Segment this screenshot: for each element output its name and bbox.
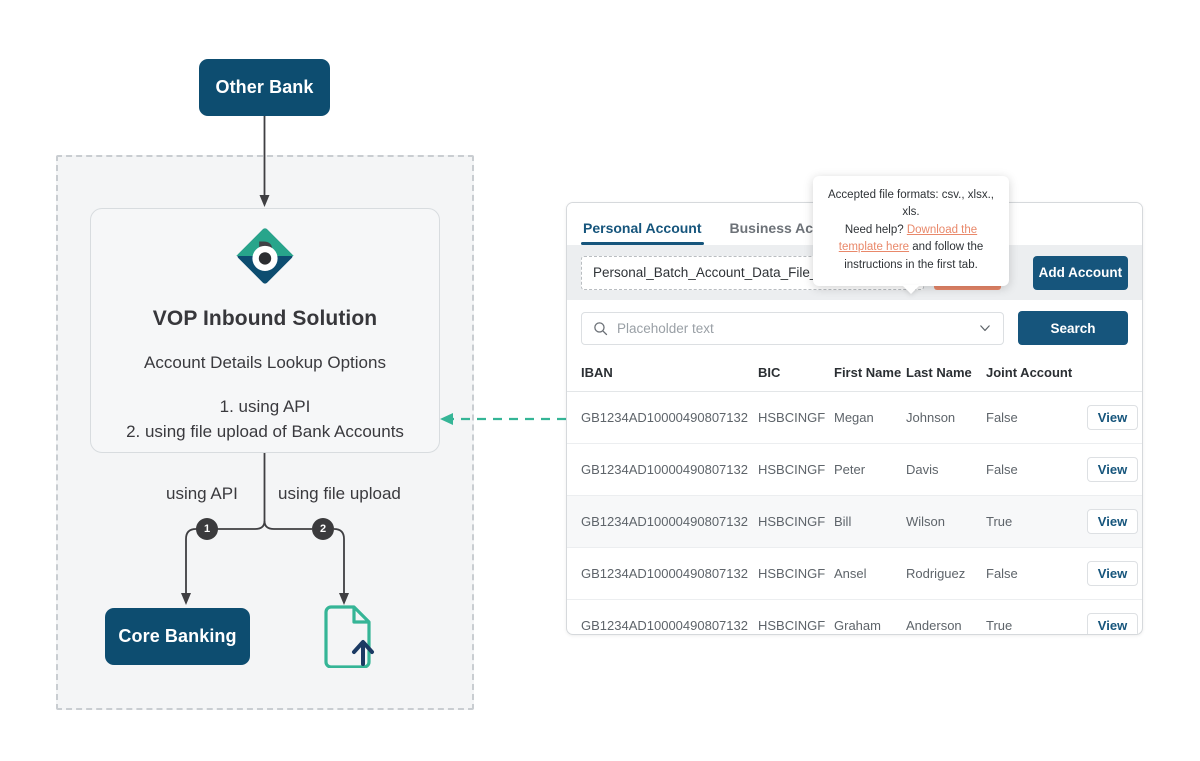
view-button[interactable]: View [1086, 457, 1139, 482]
cell-iban: GB1234AD10000490807132 [567, 443, 758, 496]
cell-last-name: Johnson [906, 391, 986, 444]
vop-option-2: 2. using file upload of Bank Accounts [126, 421, 404, 441]
branch-badge-1: 1 [196, 518, 218, 540]
view-button[interactable]: View [1086, 613, 1139, 634]
vop-subtitle: Account Details Lookup Options [144, 353, 386, 372]
cell-iban: GB1234AD10000490807132 [567, 391, 758, 444]
add-account-button[interactable]: Add Account [1032, 255, 1128, 290]
cell-first-name: Graham [834, 599, 906, 634]
column-header-iban: IBAN [567, 356, 758, 392]
cell-last-name: Rodriguez [906, 547, 986, 600]
cell-last-name: Anderson [906, 599, 986, 634]
cell-bic: HSBCINGF [758, 391, 834, 444]
cell-actions: View [1081, 599, 1142, 634]
cell-bic: HSBCINGF [758, 495, 834, 548]
cell-joint-account: True [986, 599, 1081, 634]
cell-bic: HSBCINGF [758, 443, 834, 496]
cell-iban: GB1234AD10000490807132 [567, 599, 758, 634]
cell-last-name: Davis [906, 443, 986, 496]
column-header-last-name: Last Name [906, 356, 986, 392]
file-format-tooltip: Accepted file formats: csv., xlsx., xls.… [813, 176, 1009, 287]
cell-actions: View [1081, 391, 1142, 444]
cell-joint-account: False [986, 391, 1081, 444]
column-header-joint-account: Joint Account [986, 356, 1081, 392]
search-button[interactable]: Search [1018, 311, 1128, 345]
node-core-banking[interactable]: Core Banking [105, 608, 250, 665]
cell-last-name: Wilson [906, 495, 986, 548]
cell-actions: View [1081, 443, 1142, 496]
cell-actions: View [1081, 547, 1142, 600]
download-template-link[interactable]: Download the template here [838, 223, 978, 254]
column-header-first-name: First Name [834, 356, 906, 392]
branch-label-using-file-upload: using file upload [278, 484, 401, 503]
brand-b-diamond-logo [236, 228, 294, 284]
node-other-bank[interactable]: Other Bank [199, 59, 330, 116]
vop-options-list: 1. using API 2. using file upload of Ban… [126, 395, 404, 444]
cell-first-name: Bill [834, 495, 906, 548]
cell-iban: GB1234AD10000490807132 [567, 547, 758, 600]
vop-inbound-solution-card: VOP Inbound Solution Account Details Loo… [90, 208, 440, 453]
branch-badge-2-label: 2 [319, 523, 327, 535]
accounts-panel: Personal Account Business Account Person… [566, 202, 1143, 635]
branch-badge-2: 2 [312, 518, 334, 540]
tooltip-line-2: Need help? Download the template here an… [825, 222, 997, 274]
search-icon [594, 321, 608, 335]
vop-option-1: 1. using API [219, 397, 311, 416]
search-input[interactable] [617, 320, 969, 336]
view-button[interactable]: View [1086, 561, 1139, 586]
branch-label-using-api: using API [166, 484, 238, 503]
column-header-actions [1081, 356, 1142, 392]
cell-joint-account: False [986, 443, 1081, 496]
search-toolbar: Search [567, 300, 1142, 356]
cell-iban: GB1234AD10000490807132 [567, 495, 758, 548]
cell-joint-account: False [986, 547, 1081, 600]
accounts-table: IBAN BIC First Name Last Name Joint Acco… [567, 356, 1142, 634]
cell-bic: HSBCINGF [758, 599, 834, 634]
tooltip-line-1: Accepted file formats: csv., xlsx., xls. [828, 189, 994, 219]
view-button[interactable]: View [1086, 405, 1139, 430]
column-header-bic: BIC [758, 356, 834, 392]
vop-title: VOP Inbound Solution [152, 307, 378, 330]
node-other-bank-label: Other Bank [215, 77, 314, 97]
chevron-down-icon[interactable] [978, 321, 992, 335]
tooltip-prefix: Need help? [844, 223, 907, 236]
selected-file-name: Personal_Batch_Account_Data_File_Templat… [593, 265, 863, 280]
cell-first-name: Megan [834, 391, 906, 444]
tab-personal-account[interactable]: Personal Account [581, 220, 704, 245]
view-button[interactable]: View [1086, 509, 1139, 534]
cell-first-name: Ansel [834, 547, 906, 600]
search-field[interactable] [581, 311, 1004, 345]
table-header-row: IBAN BIC First Name Last Name Joint Acco… [567, 356, 1142, 392]
tooltip-suffix: and follow the instructions in the first… [844, 241, 984, 271]
branch-badge-1-label: 1 [203, 523, 211, 535]
cell-bic: HSBCINGF [758, 547, 834, 600]
cell-first-name: Peter [834, 443, 906, 496]
node-core-banking-label: Core Banking [118, 626, 237, 646]
cell-joint-account: True [986, 495, 1081, 548]
file-upload-icon [324, 605, 374, 668]
cell-actions: View [1081, 495, 1142, 548]
